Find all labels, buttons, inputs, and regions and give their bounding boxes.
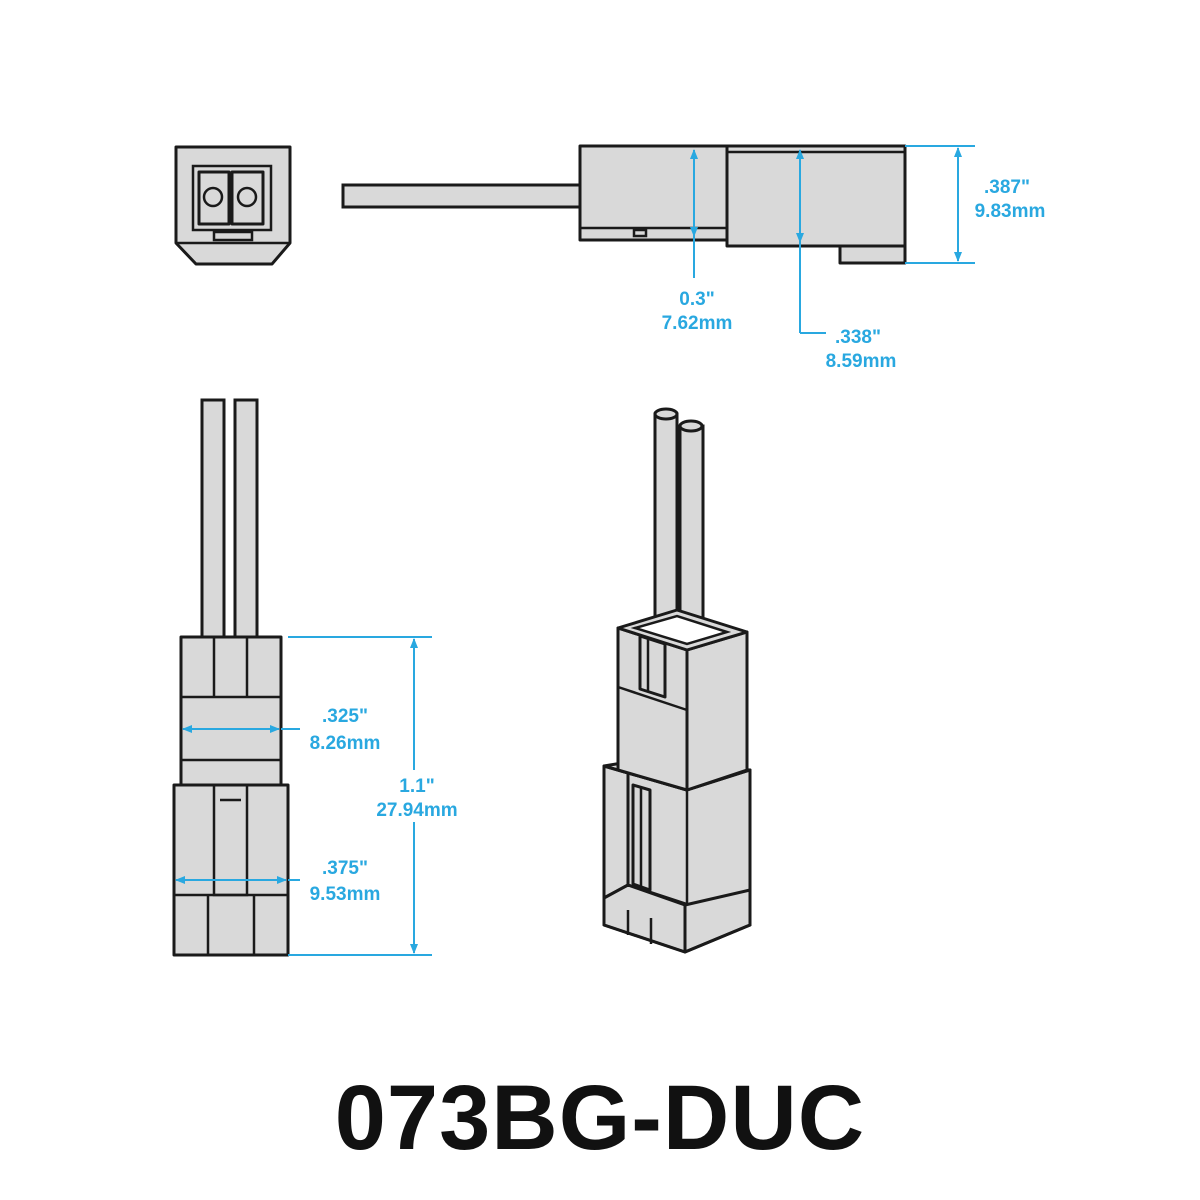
top-lower-housing <box>172 783 290 957</box>
latch-b-mm-label: 8.59mm <box>826 351 897 372</box>
front-end-view <box>174 145 292 266</box>
side-dimensions <box>690 145 975 334</box>
front-cavity-right <box>230 170 265 226</box>
iso-upper-right-face <box>685 630 749 792</box>
top-upper-housing <box>179 635 283 787</box>
front-cavity-left <box>197 170 231 226</box>
side-view <box>341 144 907 265</box>
upper-width-inch-label: .325" <box>322 706 368 727</box>
lower-width-mm-label: 9.53mm <box>310 884 381 905</box>
part-number-title: 073BG-DUC <box>334 1067 866 1169</box>
iso-wire-back <box>653 412 679 642</box>
height-mm-label: 9.83mm <box>975 201 1046 222</box>
iso-lower-left-face <box>602 760 630 900</box>
latch-a-mm-label: 7.62mm <box>662 313 733 334</box>
top-wire-right <box>233 398 259 640</box>
isometric-view <box>602 407 752 954</box>
length-inch-label: 1.1" <box>399 776 434 797</box>
latch-a-inch-label: 0.3" <box>679 289 714 310</box>
height-inch-label: .387" <box>984 177 1030 198</box>
length-mm-label: 27.94mm <box>376 800 457 821</box>
top-dimensions <box>175 636 432 956</box>
top-view <box>172 398 290 957</box>
side-wire <box>341 183 582 209</box>
lower-width-inch-label: .375" <box>322 858 368 879</box>
side-lower-housing <box>725 144 907 248</box>
latch-b-inch-label: .338" <box>835 327 881 348</box>
side-upper-housing <box>578 144 729 242</box>
upper-width-mm-label: 8.26mm <box>310 733 381 754</box>
top-wire-left <box>200 398 226 640</box>
side-latch-tab <box>838 244 907 265</box>
